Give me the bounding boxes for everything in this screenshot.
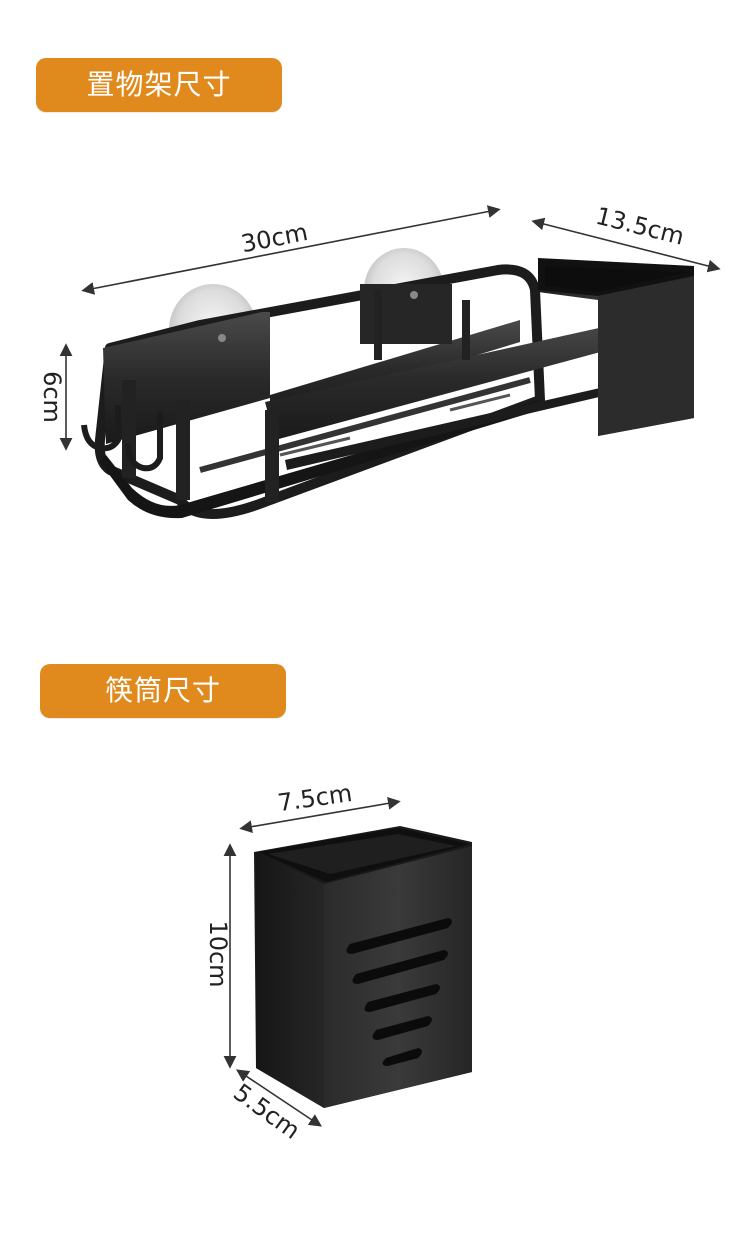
hook-icon: [81, 405, 121, 452]
depth-label: 13.5cm: [593, 202, 687, 251]
length-dimension-line: [81, 205, 501, 295]
holder-illustration: 7.5cm 10cm 5.5cm: [204, 779, 472, 1145]
towel-rod: [285, 372, 672, 470]
shelf-size-badge: 置物架尺寸: [36, 58, 282, 112]
depth-dimension-line: [531, 217, 721, 273]
width-dimension-line: [239, 797, 401, 833]
mount-plate-right: [360, 284, 452, 344]
holder-size-badge: 筷筒尺寸: [40, 664, 286, 718]
holder-height-label: 10cm: [204, 920, 232, 987]
holder-depth-dimension-line: [236, 1069, 322, 1127]
ventilation-slots: [346, 918, 452, 1066]
front-bar: [265, 319, 645, 440]
length-label: 30cm: [239, 218, 310, 258]
shelf-illustration: 30cm 13.5cm 6cm: [38, 202, 721, 519]
mount-plate-left: [103, 312, 270, 444]
height-label: 6cm: [38, 371, 66, 423]
hook-icon: [125, 412, 163, 472]
